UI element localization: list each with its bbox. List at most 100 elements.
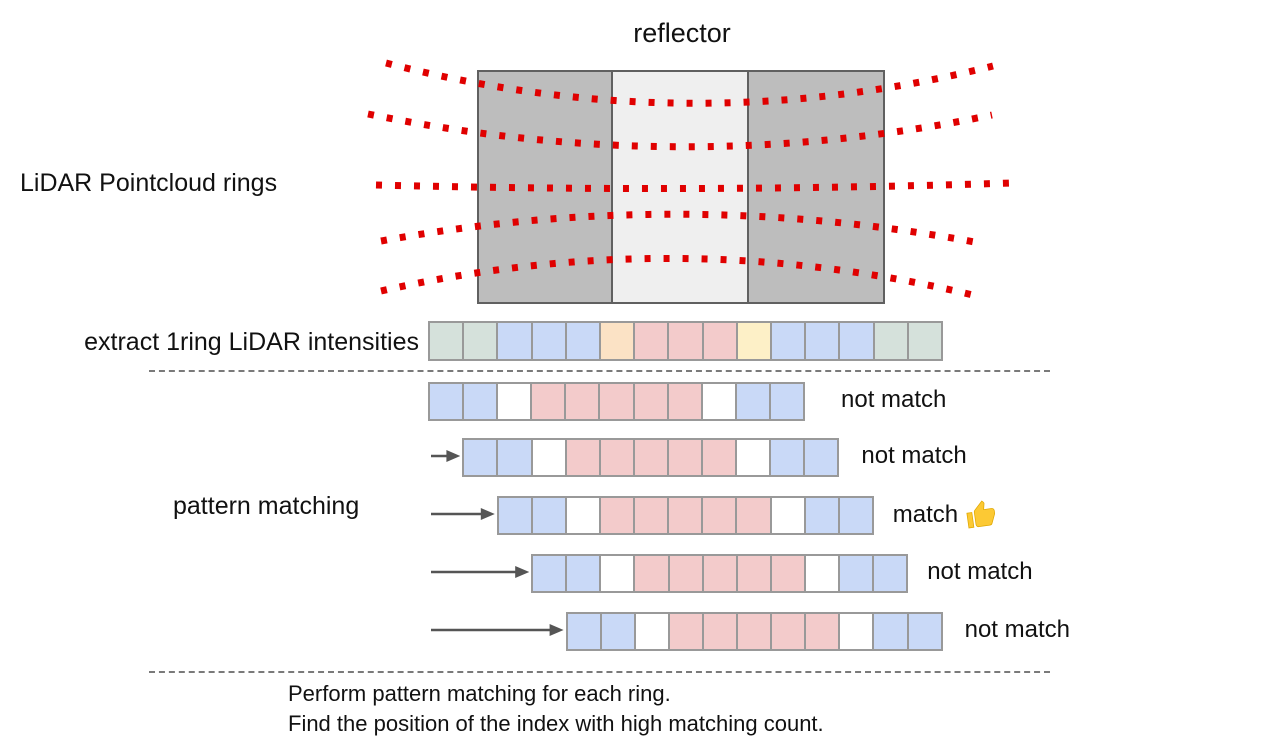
pattern-cell-pink [635, 498, 670, 533]
intensity-cell-green [908, 323, 942, 359]
pattern-cell-pink [806, 614, 841, 649]
pattern-cell-pink [635, 556, 670, 591]
pattern-cell-blue [805, 440, 838, 475]
pattern-cell-blue [533, 556, 568, 591]
pattern-cell-pink [669, 556, 704, 591]
pattern-cell-pink [566, 440, 601, 475]
pattern-cell-pink [532, 384, 567, 419]
ring-1 [385, 59, 994, 107]
pattern-cell-blue [908, 614, 941, 649]
pattern-cell-pink [772, 614, 807, 649]
pattern-cell-blue [736, 384, 771, 419]
not-match-label: not match [841, 386, 946, 414]
pattern-cell-pink [634, 384, 669, 419]
intensity-cell-green [874, 323, 909, 359]
pattern-cell-pink [703, 614, 739, 649]
lidar-rings [367, 59, 1013, 301]
pattern-cell-blue [430, 384, 465, 419]
row-result-text: not match [927, 558, 1033, 585]
intensity-cell-blue [498, 323, 533, 359]
pattern-cell-white [840, 614, 875, 649]
intensity-cell-blue [772, 323, 807, 359]
pattern-row-2 [462, 438, 840, 477]
pattern-cell-white [635, 614, 670, 649]
pattern-cell-pink [703, 556, 738, 591]
intensity-cell-blue [840, 323, 875, 359]
pattern-cell-pink [634, 440, 669, 475]
pattern-cell-pink [600, 384, 635, 419]
pattern-cell-blue [771, 440, 806, 475]
footer-line-2: Find the position of the index with high… [288, 711, 824, 736]
row-result-text: not match [861, 442, 967, 469]
pattern-cell-white [566, 498, 602, 533]
pattern-cell-pink [668, 384, 703, 419]
pattern-cell-pink [566, 384, 601, 419]
separator-bottom [149, 671, 1050, 673]
intensity-cell-orange [601, 323, 636, 359]
pattern-cell-blue [805, 498, 840, 533]
reflector-title: reflector [633, 18, 731, 48]
not-match-label: not match [965, 616, 1070, 644]
pattern-cell-pink [669, 614, 704, 649]
pattern-cell-blue [567, 614, 602, 649]
lidar-rings-label: LiDAR Pointcloud rings [20, 169, 278, 197]
offset-arrow [431, 566, 530, 578]
pattern-matching-label: pattern matching [173, 492, 360, 520]
offset-arrow [431, 508, 495, 520]
thumbs-up-icon [966, 500, 996, 529]
pattern-row-3 [496, 496, 874, 535]
footer-line-1: Perform pattern matching for each ring. [288, 681, 671, 706]
intensity-cell-green [464, 323, 499, 359]
pattern-cell-pink [668, 440, 704, 475]
pattern-cell-blue [874, 614, 909, 649]
pattern-cell-blue [839, 498, 872, 533]
pattern-cell-pink [601, 498, 636, 533]
intensity-row [428, 321, 943, 361]
pattern-row-5 [565, 612, 943, 651]
pattern-cell-pink [703, 440, 738, 475]
intensity-cell-pink [703, 323, 738, 359]
pattern-cell-white [532, 440, 567, 475]
offset-arrow [431, 624, 564, 636]
intensity-cell-blue [532, 323, 567, 359]
pattern-cell-blue [770, 384, 804, 419]
pattern-cell-pink [738, 614, 773, 649]
footer-text: Perform pattern matching for each ring. … [288, 679, 824, 739]
extract-intensities-label: extract 1ring LiDAR intensities [84, 328, 419, 356]
pattern-cell-pink [737, 556, 772, 591]
pattern-row-1 [428, 382, 805, 421]
match-label: match [893, 500, 996, 530]
pattern-cell-blue [532, 498, 567, 533]
pattern-cell-blue [601, 614, 636, 649]
offset-arrow [431, 450, 461, 462]
pattern-cell-blue [464, 384, 499, 419]
separator-top [149, 370, 1050, 372]
row-result-text: match [892, 501, 959, 528]
pattern-cell-white [771, 498, 806, 533]
pattern-cell-blue [567, 556, 602, 591]
pattern-cell-white [702, 384, 737, 419]
intensity-cell-pink [669, 323, 704, 359]
pattern-cell-white [601, 556, 636, 591]
pattern-cell-pink [669, 498, 704, 533]
intensity-cell-pink [635, 323, 670, 359]
intensity-cell-yellow [737, 323, 773, 359]
not-match-label: not match [927, 558, 1032, 586]
pattern-cell-pink [737, 498, 772, 533]
pattern-cell-pink [703, 498, 738, 533]
row-result-text: not match [964, 616, 1070, 643]
pattern-cell-blue [464, 440, 499, 475]
intensity-cell-blue [806, 323, 841, 359]
pattern-cell-white [737, 440, 772, 475]
pattern-cell-blue [498, 440, 533, 475]
row-result-text: not match [841, 386, 947, 413]
not-match-label: not match [861, 442, 966, 470]
pattern-cell-blue [840, 556, 875, 591]
intensity-cell-blue [566, 323, 602, 359]
pattern-cell-blue [498, 498, 533, 533]
pattern-cell-pink [771, 556, 806, 591]
pattern-cell-blue [874, 556, 907, 591]
